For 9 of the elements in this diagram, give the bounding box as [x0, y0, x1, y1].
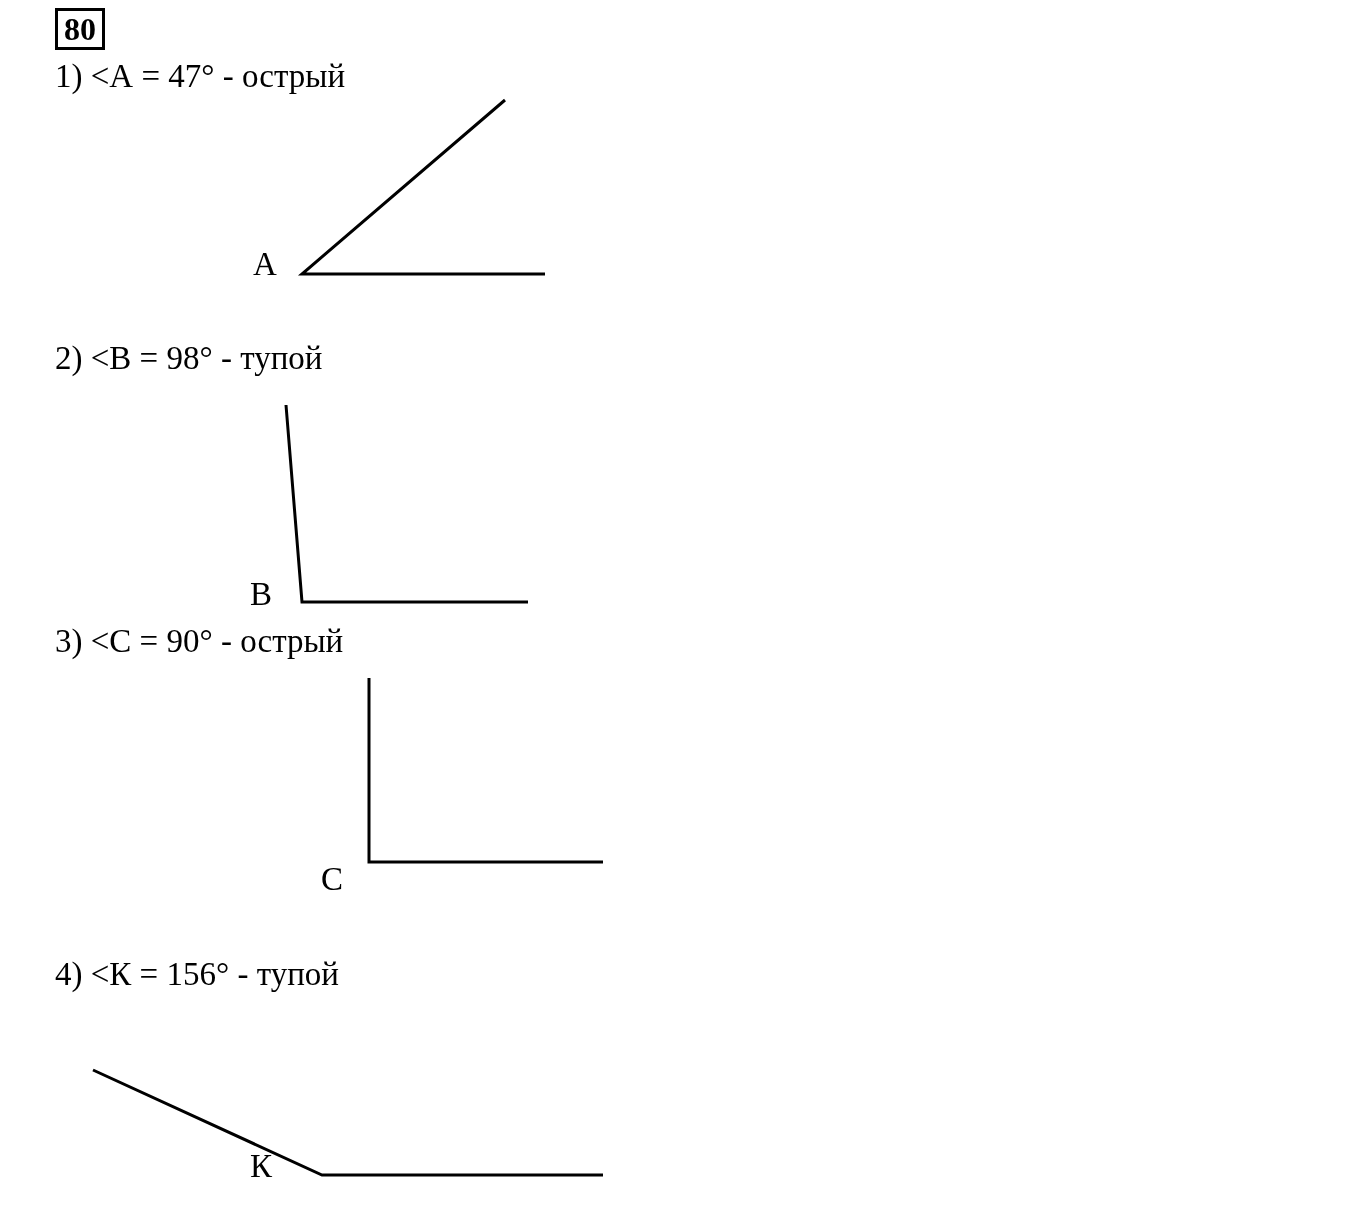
angle-statement: 1) <А = 47° - острый [55, 60, 346, 93]
vertex-label: А [253, 248, 277, 281]
vertex-label: С [321, 863, 343, 896]
angle-statement: 3) <С = 90° - острый [55, 625, 344, 658]
exercise-number: 80 [55, 8, 105, 50]
angle-statement: 2) <В = 98° - тупой [55, 342, 323, 375]
vertex-label: В [250, 578, 272, 611]
vertex-label: К [250, 1150, 272, 1183]
angle-statement: 4) <К = 156° - тупой [55, 958, 339, 991]
